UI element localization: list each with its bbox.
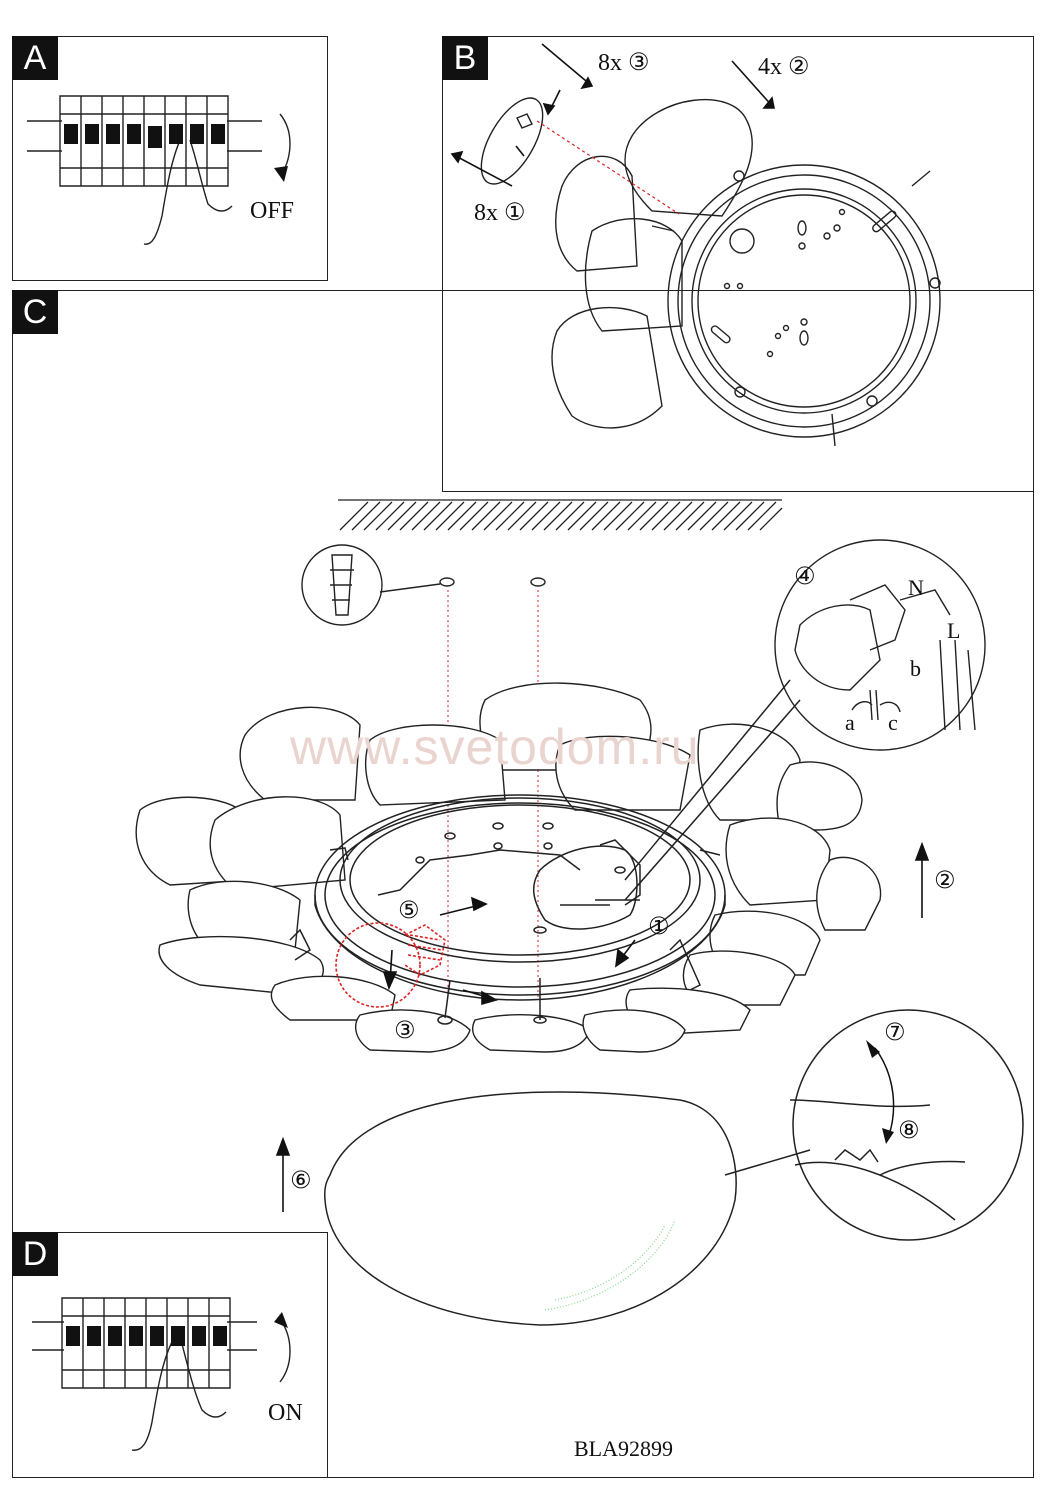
panel-b [442,36,1034,492]
wire-a-label: a [845,710,855,735]
breaker-off-illustration [12,36,328,281]
wire-b-label: b [910,656,921,681]
callout-screws: 8x ③ [598,50,650,76]
wire-c-label: c [888,710,898,735]
base-ring-illustration [442,36,1034,492]
step-1-part-label: ① [648,912,670,940]
callout-bolts: 4x ② [758,54,810,80]
step-4-connect-label: ④ [794,562,816,590]
panel-d [12,1232,328,1478]
breaker-on-illustration [12,1232,328,1478]
model-code: BLA92899 [574,1436,673,1461]
panel-b-tag: B [442,36,488,80]
step-2-lift-label: ② [934,866,956,894]
step-6-shade-label: ⑥ [290,1166,312,1194]
switch-on-label: ON [268,1400,303,1426]
step-8-lock-label: ⑧ [898,1116,920,1144]
panel-d-tag: D [12,1232,58,1276]
panel-c [12,290,1034,1478]
step-5-bulb-label: ⑤ [398,896,420,924]
switch-off-label: OFF [250,198,295,224]
panel-c-tag: C [12,290,58,334]
panel-a-tag: A [12,36,58,80]
watermark-text: www.svetodom.ru [290,719,700,775]
wire-n-label: N [908,575,924,600]
step-7-turn-label: ⑦ [884,1018,906,1046]
panel-a [12,36,328,281]
step-3-screw-label: ③ [394,1016,416,1044]
wire-l-label: L [947,618,961,643]
callout-parts: 8x ① [474,200,526,226]
